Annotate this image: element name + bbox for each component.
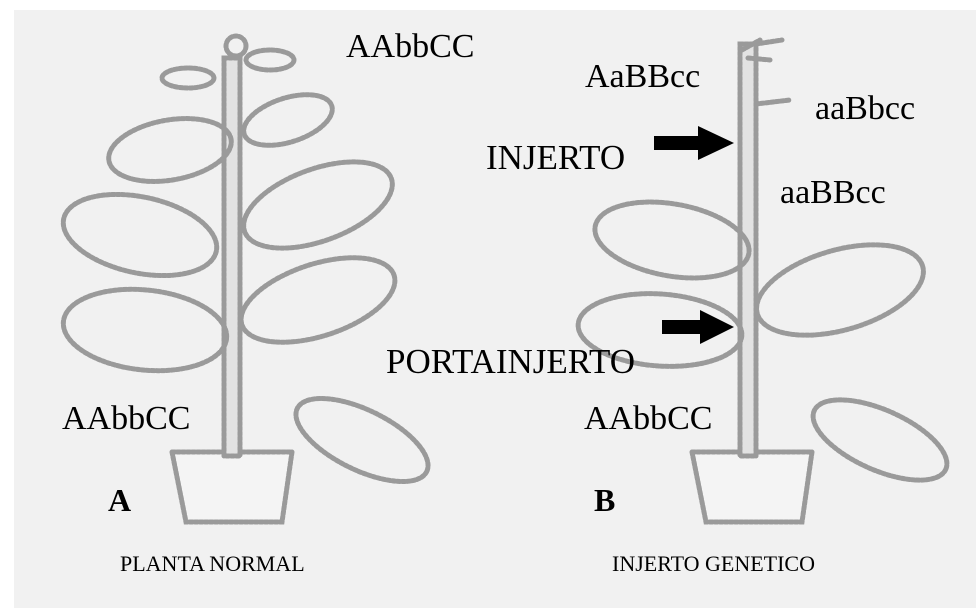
plant-a-caption: PLANTA NORMAL: [120, 553, 305, 575]
plant-a: [56, 36, 440, 522]
graft-label: INJERTO: [486, 140, 625, 175]
leaf-a-top1: [162, 68, 214, 88]
arrow-portainjerto: [662, 310, 734, 344]
sprig-b-side: [756, 100, 790, 104]
leaf-a-left1: [104, 110, 237, 191]
stem-a: [224, 58, 240, 456]
genotype-b-base: AAbbCC: [584, 402, 712, 436]
pot-a: [172, 452, 292, 522]
leaf-a-left2: [56, 182, 224, 289]
leaf-b-right1: [746, 228, 933, 352]
plant-a-letter: A: [108, 484, 131, 516]
plant-b-letter: B: [594, 484, 615, 516]
leaf-a-left3: [59, 282, 230, 379]
genotype-b-top-left: AaBBcc: [585, 60, 700, 94]
leaf-b-lower: [802, 383, 958, 496]
pot-b: [692, 452, 812, 522]
leaf-a-top2: [246, 50, 294, 70]
leaf-b-left1: [589, 191, 755, 289]
leaf-a-right2: [231, 241, 405, 359]
genotype-b-middle: aaBBcc: [780, 176, 886, 210]
leaf-a-top3: [226, 36, 246, 56]
arrow-injerto: [654, 126, 734, 160]
genotype-a-base: AAbbCC: [62, 402, 190, 436]
leaf-a-right1: [232, 144, 403, 265]
plant-b-caption: INJERTO GENETICO: [612, 553, 815, 575]
leaf-a-lower: [284, 381, 440, 498]
genotype-b-top-right: aaBbcc: [815, 92, 915, 126]
genotype-a-top: AAbbCC: [346, 30, 474, 64]
leaf-a-upper-right: [237, 85, 338, 155]
rootstock-label: PORTAINJERTO: [386, 344, 635, 379]
